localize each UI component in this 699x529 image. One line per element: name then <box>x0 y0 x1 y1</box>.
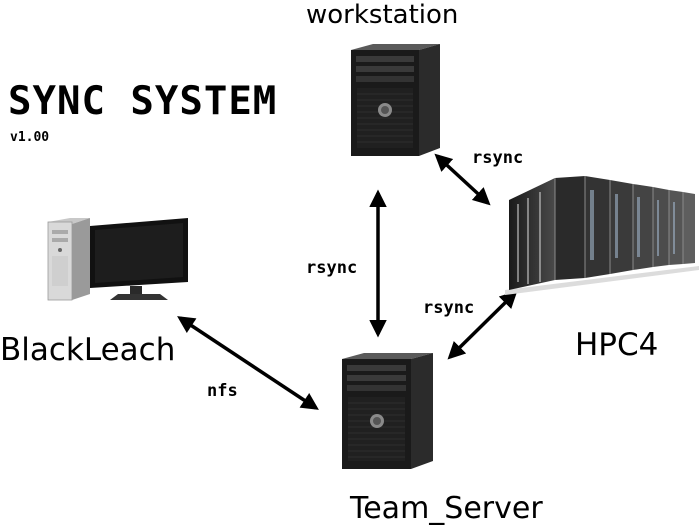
edge-label-workstation-team-server: rsync <box>306 258 358 278</box>
node-label-workstation: workstation <box>306 0 459 30</box>
desktop-pc-icon <box>47 218 188 301</box>
server-rack-cluster-icon <box>505 176 699 295</box>
node-label-blackleach: BlackLeach <box>0 332 176 368</box>
version-label: v1.00 <box>10 130 50 145</box>
arrow-workstation-hpc4 <box>434 153 491 206</box>
arrow-team-server-hpc4 <box>447 290 518 360</box>
diagram-title: SYNC SYSTEM <box>8 79 278 124</box>
arrow-blackleach-team-server <box>177 316 319 410</box>
tower-server-icon <box>342 353 433 469</box>
tower-server-icon <box>351 44 440 156</box>
node-label-team-server: Team_Server <box>350 491 543 526</box>
node-label-hpc4: HPC4 <box>575 327 659 363</box>
